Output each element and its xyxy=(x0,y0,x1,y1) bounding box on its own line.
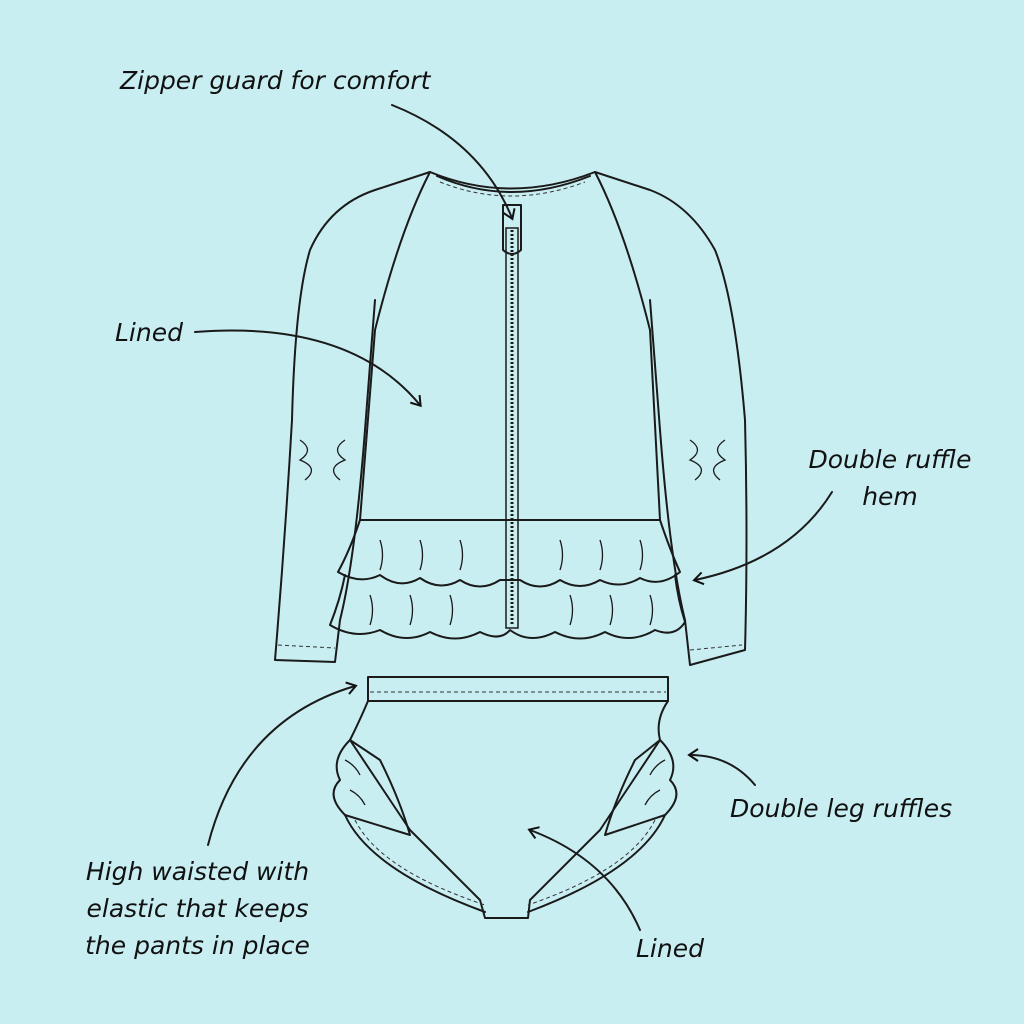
swim-bottoms xyxy=(332,676,678,919)
label-double-ruffle-hem: Double ruffle hem xyxy=(795,441,985,515)
rash-guard-top xyxy=(274,171,748,666)
arrow-high-waist xyxy=(207,681,358,846)
label-line: elastic that keeps xyxy=(86,894,309,923)
label-lined-bottom: Lined xyxy=(636,934,704,963)
label-zipper-guard: Zipper guard for comfort xyxy=(120,66,431,95)
label-line: High waisted with xyxy=(85,857,310,886)
label-line: Double ruffle xyxy=(808,445,972,474)
callout-arrows xyxy=(194,104,833,931)
label-high-waisted: High waisted with elastic that keeps the… xyxy=(65,853,330,964)
arrow-ruffle-hem xyxy=(692,491,833,586)
label-line: the pants in place xyxy=(85,931,310,960)
arrow-lined-bottom xyxy=(527,826,641,931)
label-double-leg-ruffles: Double leg ruffles xyxy=(730,794,953,823)
arrow-lined-top xyxy=(194,329,422,408)
arrow-leg-ruffles xyxy=(687,748,756,786)
label-lined-top: Lined xyxy=(115,318,183,347)
arrow-zipper xyxy=(391,104,516,221)
label-line: hem xyxy=(862,482,918,511)
